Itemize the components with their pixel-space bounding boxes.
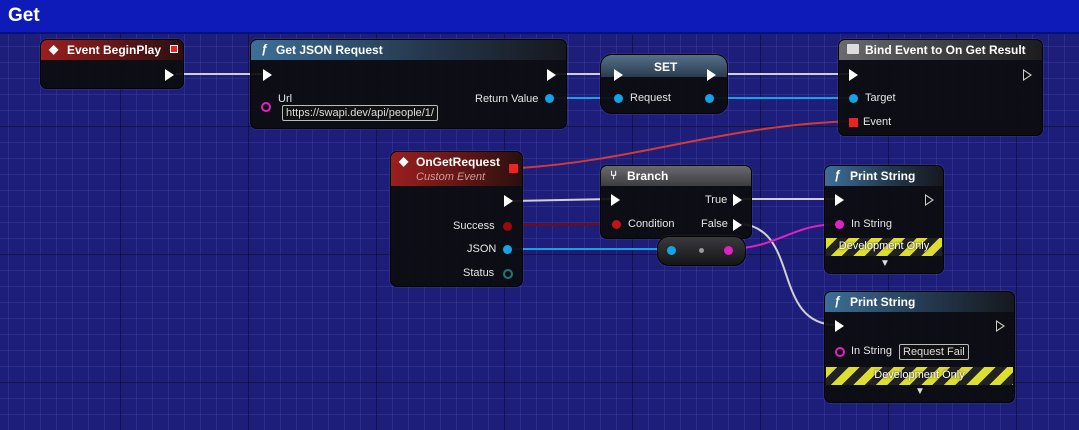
exec-in-pin[interactable] (849, 69, 858, 81)
development-only-bar (826, 367, 1013, 385)
condition-label: Condition (628, 218, 675, 230)
node-header: ⑂ Branch (601, 166, 751, 186)
node-title: Event BeginPlay (67, 43, 162, 57)
node-header: ƒ Print String (825, 166, 943, 186)
status-label: Status (463, 267, 495, 279)
return-value-label: Return Value (475, 93, 539, 105)
exec-out-pin[interactable] (165, 69, 174, 81)
exec-in-pin[interactable] (263, 69, 272, 81)
node-get-json-request[interactable]: ƒ Get JSON Request Url https://swapi.dev… (250, 39, 567, 129)
node-on-get-request[interactable]: ◆ OnGetRequest Custom Event Success JSON… (390, 151, 523, 287)
function-icon: ƒ (261, 42, 268, 56)
in-string-label: In String (851, 345, 892, 357)
node-title: Get JSON Request (276, 43, 383, 57)
node-header: SET (601, 55, 727, 77)
conversion-in-pin[interactable] (667, 246, 676, 255)
node-title: Branch (627, 169, 669, 183)
exec-in-pin[interactable] (614, 69, 623, 81)
in-string-pin[interactable] (835, 220, 844, 229)
expand-chevron-icon[interactable]: ▼ (915, 386, 925, 397)
request-out-pin[interactable] (705, 94, 714, 103)
development-only-label: Development Only (838, 240, 930, 252)
event-diamond-icon: ◆ (49, 42, 59, 56)
url-input[interactable]: https://swapi.dev/api/people/1/ (282, 105, 438, 121)
request-in-pin[interactable] (614, 94, 623, 103)
node-header: Bind Event to On Get Result (839, 40, 1042, 60)
json-pin[interactable] (503, 245, 512, 254)
success-pin[interactable] (503, 222, 512, 231)
false-label: False (701, 218, 728, 230)
event-diamond-icon: ◆ (399, 154, 409, 168)
node-subtitle: Custom Event (416, 171, 486, 183)
url-label: Url (278, 93, 293, 105)
conversion-dot-icon (699, 248, 704, 253)
exec-in-pin[interactable] (835, 194, 844, 206)
graph-title-bar: Get (0, 0, 1079, 34)
exec-in-pin[interactable] (835, 320, 844, 332)
status-pin[interactable] (503, 269, 513, 279)
exec-out-pin[interactable] (707, 69, 716, 81)
node-to-string-conversion[interactable] (657, 236, 746, 266)
conversion-out-pin[interactable] (724, 246, 733, 255)
function-icon: ƒ (834, 168, 841, 182)
node-title: Bind Event to On Get Result (865, 43, 1026, 57)
true-exec-pin[interactable] (733, 194, 742, 206)
development-only-label: Development Only (874, 369, 965, 381)
event-label: Event (863, 116, 892, 128)
graph-title: Get (8, 5, 40, 26)
target-label: Target (865, 92, 896, 104)
node-print-string-2[interactable]: ƒ Print String In String Request Fail De… (824, 291, 1015, 403)
json-label: JSON (467, 243, 497, 255)
development-only-bar (826, 238, 942, 256)
node-set[interactable]: SET Request (600, 54, 728, 114)
true-label: True (705, 194, 728, 206)
expand-chevron-icon[interactable]: ▼ (880, 258, 890, 269)
node-header: ƒ Get JSON Request (251, 40, 566, 60)
exec-out-pin[interactable] (504, 195, 513, 207)
node-event-beginplay[interactable]: ◆ Event BeginPlay (40, 39, 184, 89)
node-print-string-1[interactable]: ƒ Print String In String Development Onl… (824, 165, 944, 274)
false-exec-pin[interactable] (733, 219, 742, 231)
node-header: ◆ OnGetRequest Custom Event (391, 152, 522, 186)
node-title: OnGetRequest (416, 155, 501, 169)
delegate-pin-icon[interactable] (170, 45, 178, 53)
exec-out-pin[interactable] (925, 194, 934, 206)
node-branch[interactable]: ⑂ Branch True Condition False (600, 165, 752, 239)
exec-out-pin[interactable] (547, 69, 556, 81)
node-header: ◆ Event BeginPlay (41, 40, 183, 60)
wire-delegate-event (519, 120, 853, 169)
in-string-pin[interactable] (835, 347, 845, 357)
condition-pin[interactable] (612, 220, 621, 229)
in-string-input[interactable]: Request Fail (899, 344, 969, 360)
wire-exec-onget-branch (511, 198, 613, 202)
node-title: Print String (850, 169, 916, 183)
node-title: SET (654, 60, 678, 74)
request-label: Request (630, 92, 671, 104)
return-value-pin[interactable] (545, 94, 554, 103)
wire-success-condition (507, 223, 616, 226)
function-icon: ƒ (834, 294, 841, 308)
success-label: Success (453, 220, 495, 232)
node-header: ƒ Print String (825, 292, 1014, 312)
branch-icon: ⑂ (610, 168, 618, 182)
node-bind-event[interactable]: Bind Event to On Get Result Target Event (838, 39, 1043, 136)
delegate-out-pin[interactable] (509, 164, 518, 173)
event-pin[interactable] (849, 118, 858, 127)
exec-out-pin[interactable] (1023, 69, 1032, 81)
wire-exec-false-print2 (741, 223, 837, 326)
exec-out-pin[interactable] (996, 320, 1005, 332)
bind-event-icon (847, 44, 859, 54)
url-pin[interactable] (261, 102, 271, 112)
exec-in-pin[interactable] (611, 194, 620, 206)
node-title: Print String (850, 295, 916, 309)
target-pin[interactable] (849, 94, 858, 103)
in-string-label: In String (851, 218, 892, 230)
